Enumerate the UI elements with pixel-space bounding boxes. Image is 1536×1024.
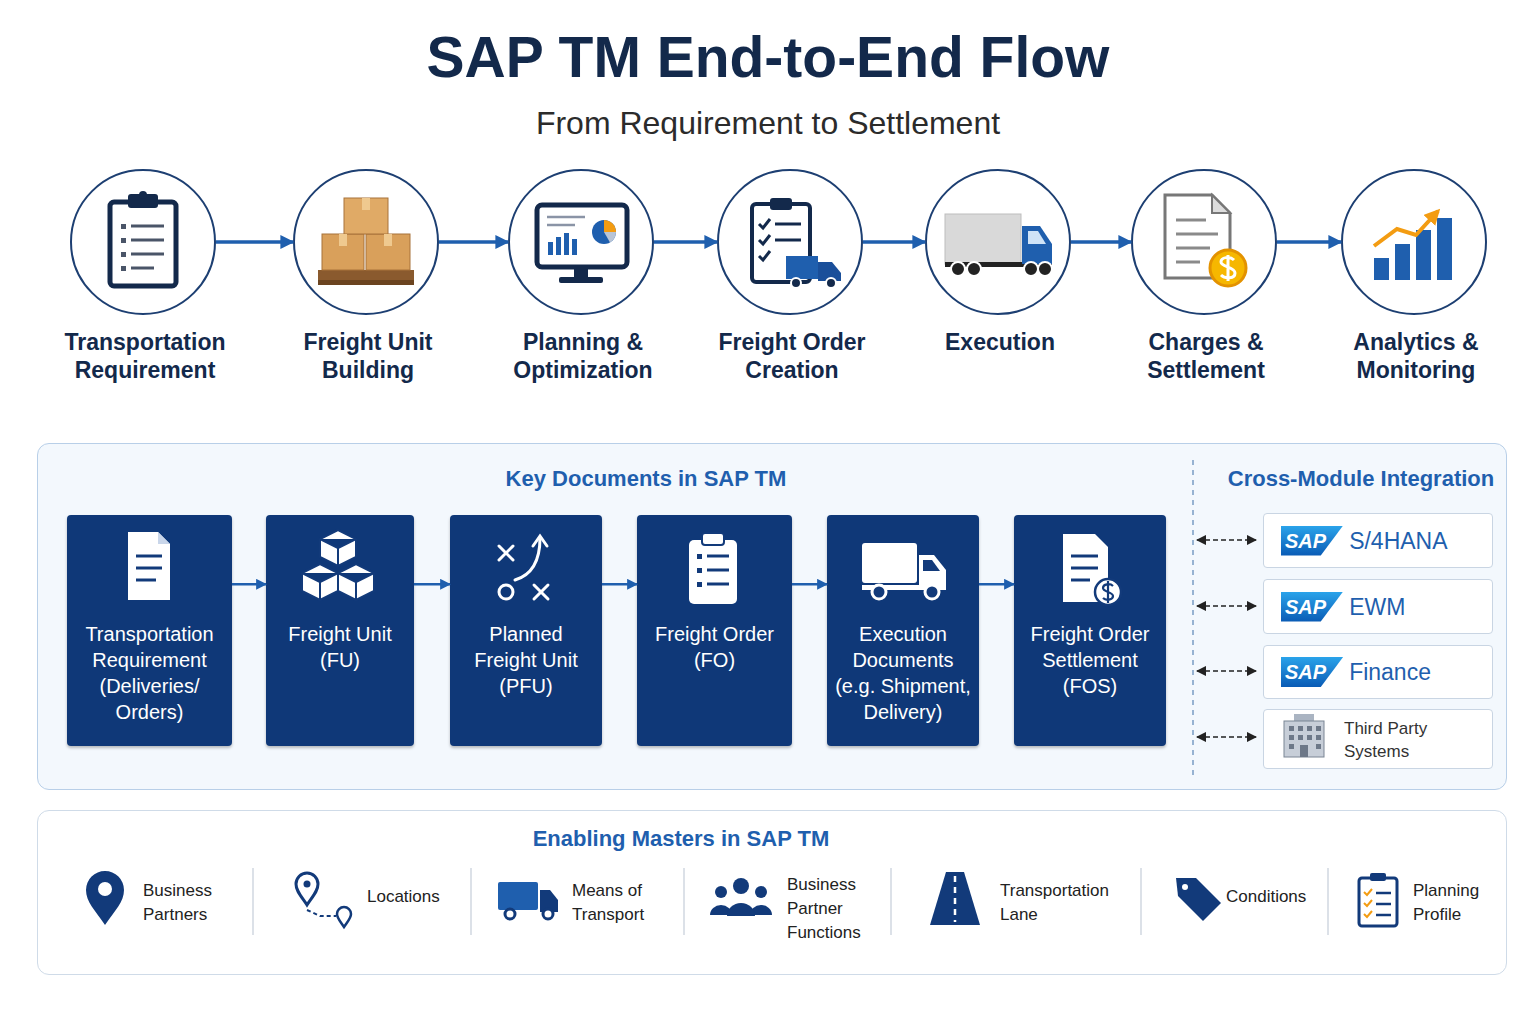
step-label: Execution	[905, 328, 1095, 356]
document-label: Planned Freight Unit (PFU)	[467, 621, 585, 699]
master-label: Locations	[367, 885, 467, 909]
sap-logo: SAP	[1281, 526, 1343, 556]
document-box: Freight Order Settlement (FOS)	[1014, 515, 1166, 746]
process-step-circle: Freight Order Creation	[717, 169, 863, 315]
section-panel: Transportation Requirement (Deliveries/ …	[37, 443, 1507, 790]
step-label: Freight Unit Building	[273, 328, 463, 384]
step-label: Freight Order Creation	[697, 328, 887, 384]
flow-arrow	[414, 583, 450, 586]
flow-arrow	[863, 240, 925, 244]
sap-logo: SAP	[1281, 657, 1343, 687]
document-label: Execution Documents (e.g. Shipment, Deli…	[831, 621, 976, 725]
document-box: Freight Unit (FU)	[266, 515, 414, 746]
system-name: Third Party Systems	[1344, 717, 1474, 763]
system-name: S/4HANA	[1349, 527, 1447, 555]
flow-arrow	[1277, 240, 1341, 244]
process-step-circle: Planning & Optimization	[508, 169, 654, 315]
step-label: Charges & Settlement	[1111, 328, 1301, 384]
flow-arrow	[602, 583, 637, 586]
flow-arrow	[792, 583, 827, 586]
system-box: SAPS/4HANA	[1263, 513, 1493, 568]
document-box: Transportation Requirement (Deliveries/ …	[67, 515, 232, 746]
flow-arrow	[439, 240, 508, 244]
subtitle: From Requirement to Settlement	[363, 103, 1173, 143]
system-box: SAPEWM	[1263, 579, 1493, 634]
process-step-circle: Transportation Requirement	[70, 169, 216, 315]
sap-logo: SAP	[1281, 592, 1343, 622]
step-label: Planning & Optimization	[488, 328, 678, 384]
document-label: Freight Unit (FU)	[270, 621, 410, 673]
document-box: Execution Documents (e.g. Shipment, Deli…	[827, 515, 979, 746]
flow-arrow	[1071, 240, 1131, 244]
panel-heading: Key Documents in SAP TM	[346, 464, 946, 494]
master-label: Means of Transport	[572, 879, 667, 927]
system-box: SAPFinance	[1263, 645, 1493, 699]
document-label: Freight Order Settlement (FOS)	[1020, 621, 1160, 699]
panel-heading: Cross-Module Integration	[1201, 464, 1521, 494]
document-box: Freight Order (FO)	[637, 515, 792, 746]
document-label: Freight Order (FO)	[645, 621, 785, 673]
process-step-circle: Execution	[925, 169, 1071, 315]
flow-arrow	[979, 583, 1014, 586]
master-label: Business Partners	[143, 879, 243, 927]
process-step-circle: Freight Unit Building	[293, 169, 439, 315]
document-box: Planned Freight Unit (PFU)	[450, 515, 602, 746]
master-label: Conditions	[1226, 885, 1326, 909]
flow-arrow	[216, 240, 293, 244]
document-label: Transportation Requirement (Deliveries/ …	[80, 621, 220, 725]
system-name: EWM	[1349, 593, 1405, 621]
master-label: Planning Profile	[1413, 879, 1493, 927]
step-label: Analytics & Monitoring	[1321, 328, 1511, 384]
panel-heading: Enabling Masters in SAP TM	[381, 824, 981, 854]
flow-arrow	[654, 240, 717, 244]
system-box: Third Party Systems	[1263, 709, 1493, 769]
flow-arrow	[232, 583, 266, 586]
master-label: Business Partner Functions	[787, 873, 882, 945]
process-step-circle: Analytics & Monitoring	[1341, 169, 1487, 315]
master-label: Transportation Lane	[1000, 879, 1120, 927]
step-label: Transportation Requirement	[50, 328, 240, 384]
system-name: Finance	[1349, 658, 1431, 686]
diagram-title: SAP TM End-to-End Flow	[0, 22, 1536, 92]
process-step-circle: Charges & Settlement	[1131, 169, 1277, 315]
